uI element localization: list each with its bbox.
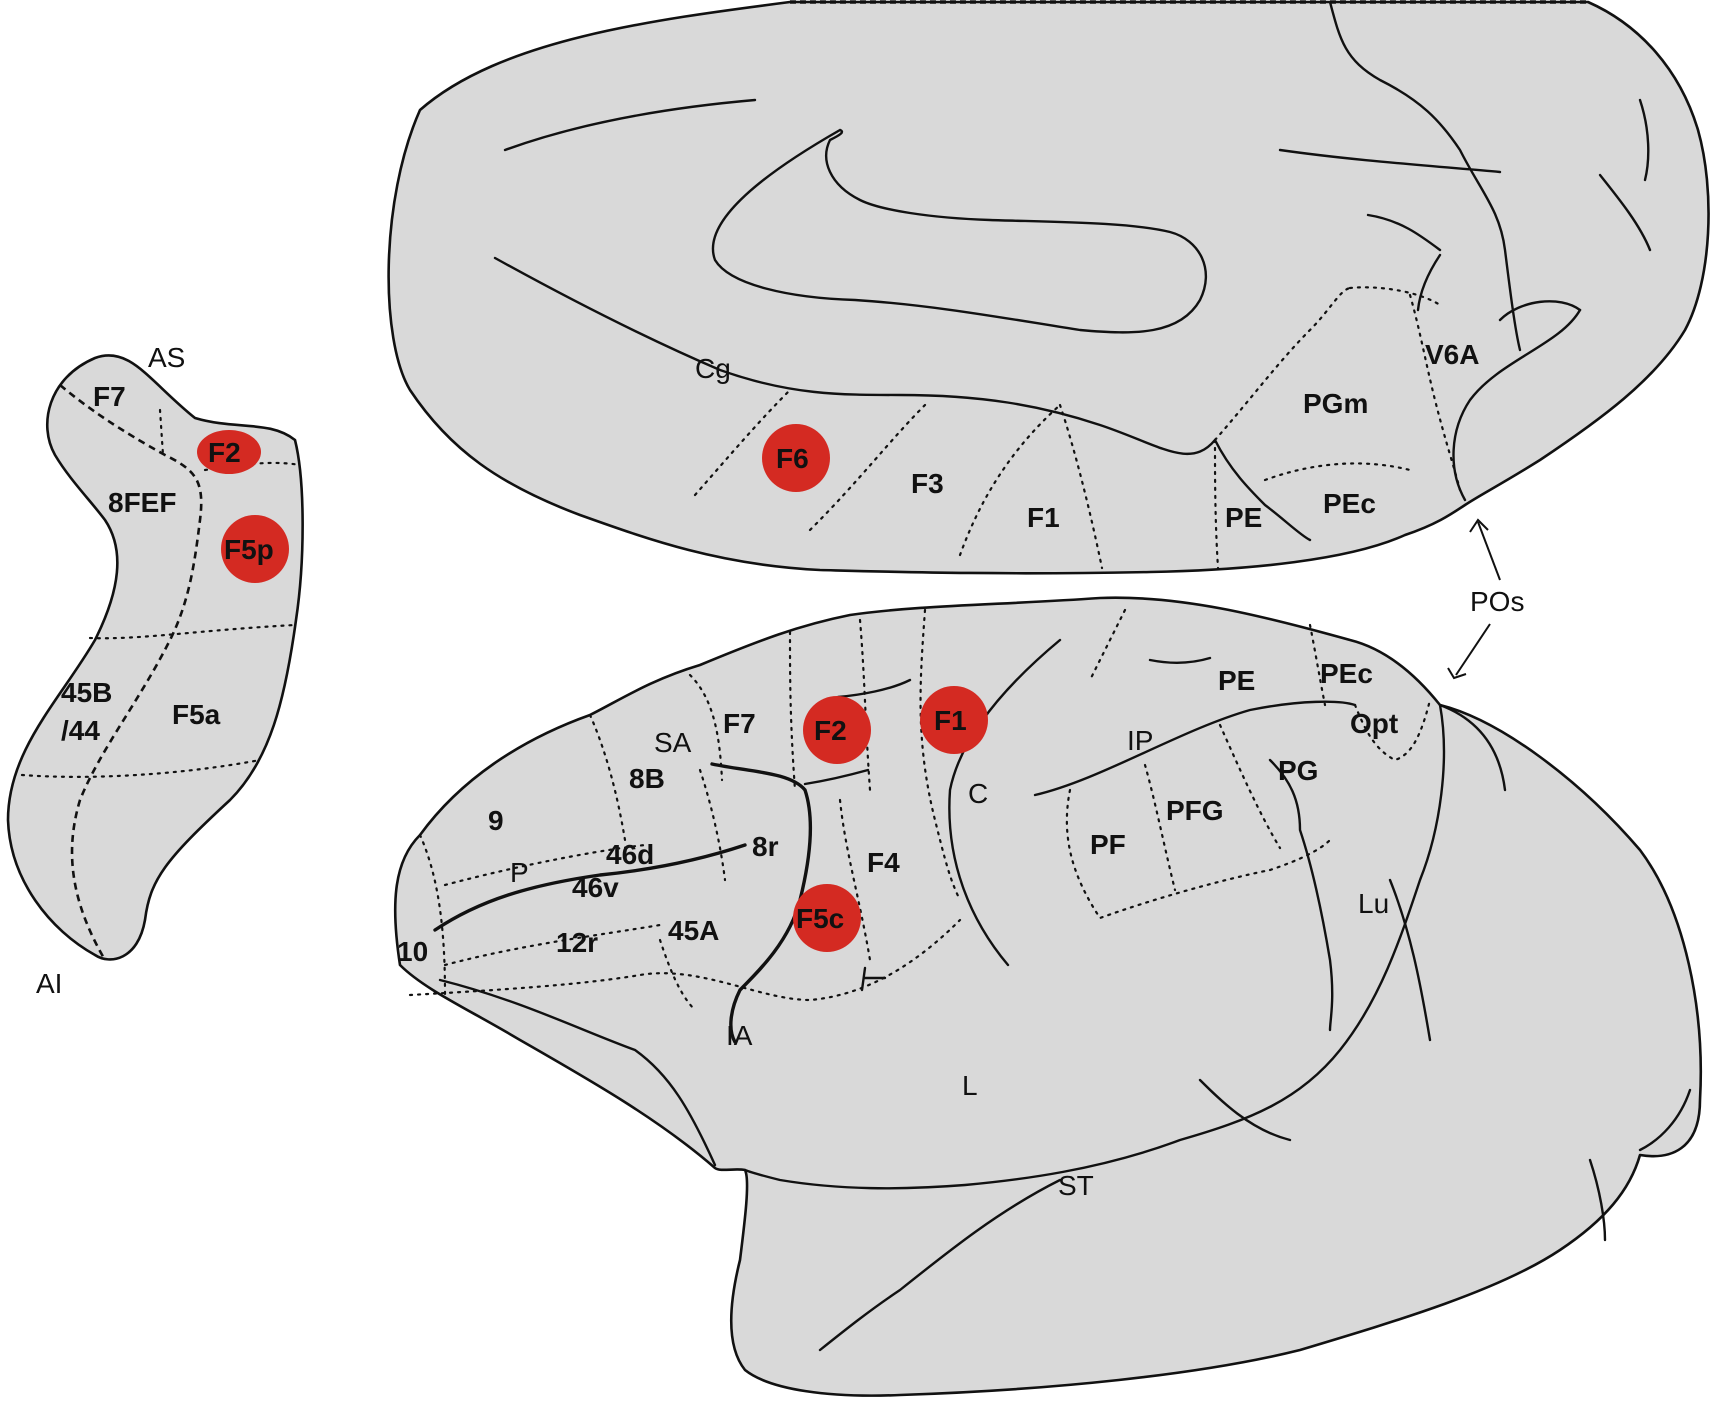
- arrow-pos-upper: [1477, 521, 1501, 581]
- area-f7-lat: F7: [723, 708, 756, 739]
- area-8fef: 8FEF: [108, 487, 176, 518]
- area-pe-lat: PE: [1218, 665, 1255, 696]
- area-46v: 46v: [572, 872, 619, 903]
- area-f5c: F5c: [796, 903, 844, 934]
- label-ai: AI: [36, 968, 62, 999]
- area-v6a: V6A: [1425, 339, 1479, 370]
- highlight-f6: [762, 424, 830, 492]
- area-opt: Opt: [1350, 708, 1398, 739]
- highlight-f1-lat: [920, 686, 988, 754]
- area-f2-lat: F2: [814, 715, 847, 746]
- area-pf: PF: [1090, 829, 1126, 860]
- label-cg: Cg: [695, 353, 731, 384]
- lateral-view-panel: SA P IA C IP Lu L ST F7 F2 F1 8B 9 46d 4…: [393, 596, 1703, 1397]
- arrow-pos-lower: [1455, 623, 1491, 676]
- highlight-f2-left: [197, 430, 261, 474]
- area-9: 9: [488, 805, 504, 836]
- area-8b: 8B: [629, 763, 665, 794]
- pos-annotation: POs: [1447, 518, 1524, 680]
- lateral-outline: [393, 596, 1703, 1397]
- label-sa: SA: [654, 727, 692, 758]
- area-pgm: PGm: [1303, 388, 1368, 419]
- label-pos: POs: [1470, 586, 1524, 617]
- area-45a: 45A: [668, 915, 719, 946]
- label-st: ST: [1058, 1170, 1094, 1201]
- area-f5a: F5a: [172, 699, 221, 730]
- label-as: AS: [148, 342, 185, 373]
- sulcus-principal: [433, 843, 747, 932]
- label-c: C: [968, 778, 988, 809]
- area-10: 10: [397, 936, 428, 967]
- medial-view-panel: Cg F6 F3 F1 PE PEc PGm V6A: [387, 0, 1710, 575]
- label-l: L: [962, 1070, 978, 1101]
- area-8r: 8r: [752, 831, 779, 862]
- area-f3: F3: [911, 468, 944, 499]
- area-f2-left: F2: [208, 437, 241, 468]
- highlight-f5p: [221, 515, 289, 583]
- arcuate-fundus-line: [59, 384, 203, 961]
- medial-outline: [387, 0, 1710, 575]
- label-p: P: [510, 857, 529, 888]
- label-lu: Lu: [1358, 888, 1389, 919]
- area-46d: 46d: [606, 839, 654, 870]
- area-pg: PG: [1278, 755, 1318, 786]
- area-f7-left: F7: [93, 381, 126, 412]
- area-pfg: PFG: [1166, 795, 1224, 826]
- area-f1-lat: F1: [934, 705, 967, 736]
- arcuate-bank-outline: [6, 354, 304, 961]
- area-44: /44: [61, 715, 100, 746]
- area-f5p: F5p: [224, 534, 274, 565]
- area-12r: 12r: [556, 927, 598, 958]
- area-f4: F4: [867, 847, 900, 878]
- highlight-f5c: [793, 884, 861, 952]
- highlight-f2-lat: [803, 696, 871, 764]
- area-pe-medial: PE: [1225, 502, 1262, 533]
- sulcus-arcuate: [710, 762, 813, 1044]
- area-f1-medial: F1: [1027, 502, 1060, 533]
- area-pec-lat: PEc: [1320, 658, 1373, 689]
- label-ia: IA: [726, 1020, 753, 1051]
- label-ip: IP: [1127, 725, 1153, 756]
- area-pec-medial: PEc: [1323, 488, 1376, 519]
- arcuate-bank-panel: AS AI F7 F2 8FEF F5p 45B /44 F5a: [6, 342, 304, 999]
- area-45b: 45B: [61, 677, 112, 708]
- area-f6: F6: [776, 443, 809, 474]
